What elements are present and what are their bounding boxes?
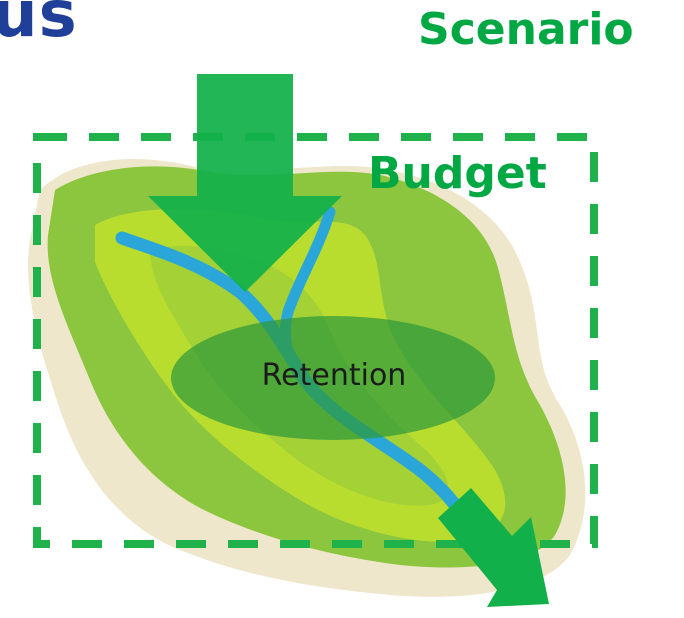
- retention-label: Retention: [261, 358, 407, 393]
- budget-boundary: [33, 133, 598, 548]
- scenario-label: Scenario: [418, 4, 634, 55]
- down-arrow-icon: [148, 74, 342, 292]
- down-right-arrow-icon: [438, 488, 549, 607]
- budget-label: Budget: [368, 148, 547, 199]
- retention-area: [171, 316, 495, 440]
- title-fragment: us: [0, 0, 78, 52]
